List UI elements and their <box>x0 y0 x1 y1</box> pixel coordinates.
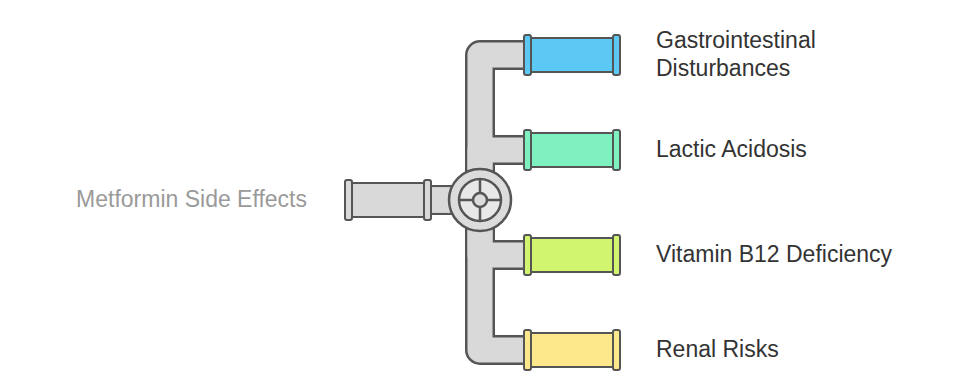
pipe-flange <box>612 129 621 171</box>
pipe-flange <box>612 234 621 276</box>
pipe-flange <box>523 34 532 76</box>
effect-label: Renal Risks <box>656 336 946 364</box>
outlet-pipe: Renal Risks <box>524 332 620 368</box>
valve-wheel <box>449 169 511 231</box>
pipe-flange <box>612 34 621 76</box>
valve-ring <box>459 179 501 221</box>
pipe-flange <box>344 179 353 221</box>
pipe-flange <box>523 329 532 371</box>
pipe-flange <box>423 179 432 221</box>
pipe-flange <box>523 234 532 276</box>
valve-hub <box>473 193 487 207</box>
outlet-pipe: Vitamin B12 Deficiency <box>524 237 620 273</box>
diagram-title-label: Metformin Side Effects <box>76 186 307 214</box>
pipe-flange <box>523 129 532 171</box>
effect-label: Gastrointestinal Disturbances <box>656 27 946 82</box>
effect-label: Vitamin B12 Deficiency <box>656 241 946 269</box>
source-pipe: Metformin Side Effects <box>345 182 431 218</box>
outlet-pipe: Gastrointestinal Disturbances <box>524 37 620 73</box>
pipe-flange <box>612 329 621 371</box>
outlet-pipe: Lactic Acidosis <box>524 132 620 168</box>
effect-label: Lactic Acidosis <box>656 136 946 164</box>
